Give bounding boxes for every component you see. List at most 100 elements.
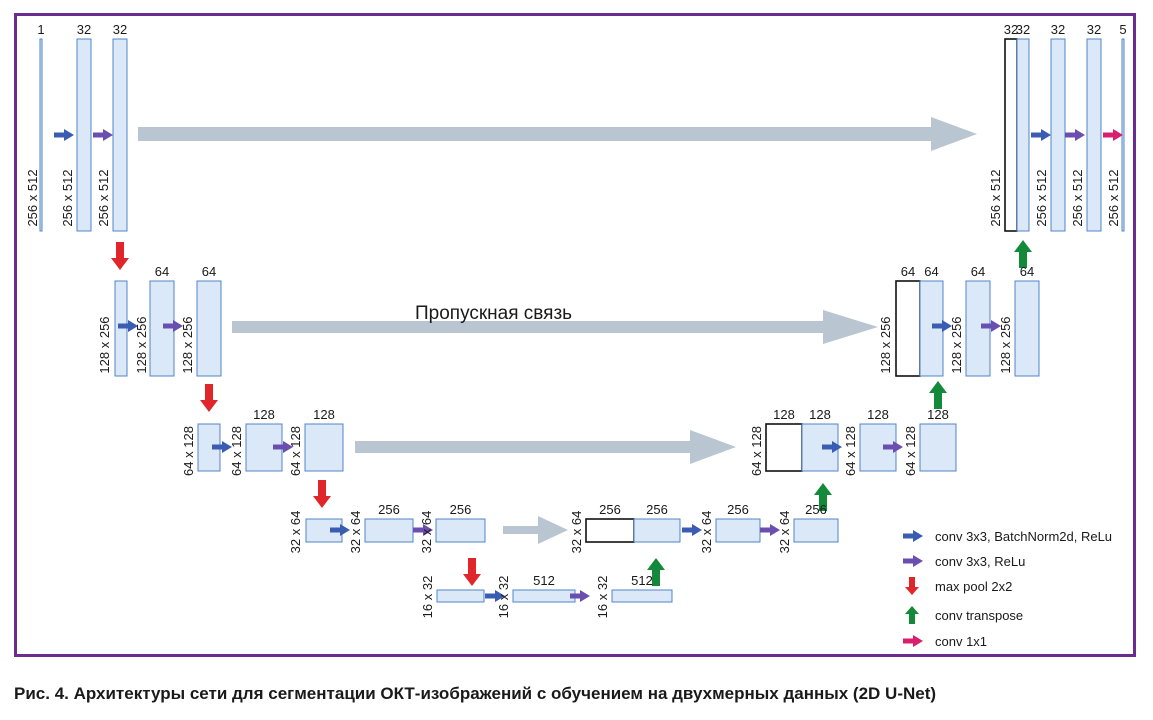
conv-transpose-arrow — [929, 381, 947, 409]
size-label: 256 x 512 — [60, 169, 75, 226]
feature-block — [1050, 38, 1066, 232]
size-label: 16 x 32 — [595, 576, 610, 619]
legend-item: conv 1x1 — [903, 634, 987, 649]
conv-relu-arrow — [93, 129, 113, 141]
legend-item: conv transpose — [905, 606, 1023, 624]
size-label: 64 x 128 — [229, 426, 244, 476]
max-pool-arrow — [111, 242, 129, 270]
channel-label: 64 — [901, 264, 915, 279]
max-pool-arrow — [200, 384, 218, 412]
conv-bn-relu-arrow — [932, 320, 952, 332]
size-label: 64 x 128 — [843, 426, 858, 476]
channel-label: 256 — [378, 502, 400, 517]
conv-bn-relu-arrow — [1031, 129, 1051, 141]
conv-bn-relu-arrow — [682, 524, 702, 536]
size-label: 64 x 128 — [749, 426, 764, 476]
skip-arrow — [138, 117, 977, 151]
legend-label: conv transpose — [935, 608, 1023, 623]
feature-block — [1016, 38, 1030, 232]
feature-block — [436, 589, 485, 603]
skip-arrow — [503, 516, 568, 544]
concat-block — [895, 280, 921, 377]
operation-arrows — [54, 129, 1123, 602]
channel-label: 512 — [631, 573, 653, 588]
arrow-right-pink-icon — [903, 635, 923, 647]
size-label: 256 x 512 — [988, 169, 1003, 226]
channel-label: 128 — [927, 407, 949, 422]
skip-connections — [138, 117, 977, 544]
max-pool-arrow — [463, 558, 481, 586]
arrow-right-blue-icon — [903, 530, 923, 542]
feature-block — [919, 423, 957, 472]
size-label: 128 x 256 — [998, 316, 1013, 373]
arrow-up-green-icon — [905, 606, 919, 624]
channel-label: 64 — [971, 264, 985, 279]
feature-block — [793, 518, 839, 543]
size-label: 128 x 256 — [134, 316, 149, 373]
size-label: 256 x 512 — [1070, 169, 1085, 226]
size-label: 256 x 512 — [1106, 169, 1121, 226]
size-label: 64 x 128 — [181, 426, 196, 476]
channel-label: 256 — [599, 502, 621, 517]
channel-label: 256 — [646, 502, 668, 517]
feature-block — [633, 518, 681, 543]
max-pool-arrow — [313, 480, 331, 508]
channel-label: 5 — [1119, 22, 1126, 37]
conv-transpose-arrow — [1014, 240, 1032, 268]
arrow-right-purple-icon — [903, 555, 923, 567]
channel-label: 32 — [77, 22, 91, 37]
feature-block — [76, 38, 92, 232]
conv-transpose-arrow — [814, 483, 832, 511]
feature-blocks — [39, 38, 1125, 603]
conv-relu-arrow — [273, 441, 293, 453]
feature-block — [1086, 38, 1102, 232]
channel-label: 128 — [253, 407, 275, 422]
legend-item: max pool 2x2 — [905, 577, 1012, 595]
skip-connection-label: Пропускная связь — [415, 303, 572, 324]
arrow-down-red-icon — [905, 577, 919, 595]
channel-label: 256 — [805, 502, 827, 517]
channel-label: 1 — [37, 22, 44, 37]
legend-item: conv 3x3, ReLu — [903, 554, 1025, 569]
legend-label: max pool 2x2 — [935, 579, 1012, 594]
size-label: 256 x 512 — [25, 169, 40, 226]
conv-relu-arrow — [1065, 129, 1085, 141]
channel-label: 128 — [809, 407, 831, 422]
size-label: 32 x 64 — [288, 511, 303, 554]
skip-arrow — [232, 310, 878, 344]
feature-block — [196, 280, 222, 377]
feature-block — [1014, 280, 1040, 377]
size-label: 32 x 64 — [569, 511, 584, 554]
size-label: 32 x 64 — [777, 511, 792, 554]
size-label: 16 x 32 — [496, 576, 511, 619]
size-label: 128 x 256 — [949, 316, 964, 373]
channel-label: 128 — [313, 407, 335, 422]
conv-relu-arrow — [163, 320, 183, 332]
channel-label: 32 — [1004, 22, 1018, 37]
conv-transpose-arrow — [647, 558, 665, 586]
channel-label: 32 — [113, 22, 127, 37]
conv-relu-arrow — [883, 441, 903, 453]
size-label: 32 x 64 — [699, 511, 714, 554]
legend-item: conv 3x3, BatchNorm2d, ReLu — [903, 529, 1112, 544]
channel-label: 64 — [155, 264, 169, 279]
size-label: 128 x 256 — [97, 316, 112, 373]
feature-block — [512, 589, 576, 603]
size-label: 32 x 64 — [348, 511, 363, 554]
legend-label: conv 1x1 — [935, 634, 987, 649]
conv-bn-relu-arrow — [330, 524, 350, 536]
conv-bn-relu-arrow — [212, 441, 232, 453]
concat-block — [585, 518, 635, 543]
size-label: 256 x 512 — [96, 169, 111, 226]
channel-label: 32 — [1016, 22, 1030, 37]
feature-block — [435, 518, 486, 543]
conv-relu-arrow — [570, 590, 590, 602]
channel-label: 64 — [202, 264, 216, 279]
conv-relu-arrow — [981, 320, 1001, 332]
conv-relu-arrow — [413, 524, 433, 536]
size-label: 128 x 256 — [878, 316, 893, 373]
conv-bn-relu-arrow — [54, 129, 74, 141]
